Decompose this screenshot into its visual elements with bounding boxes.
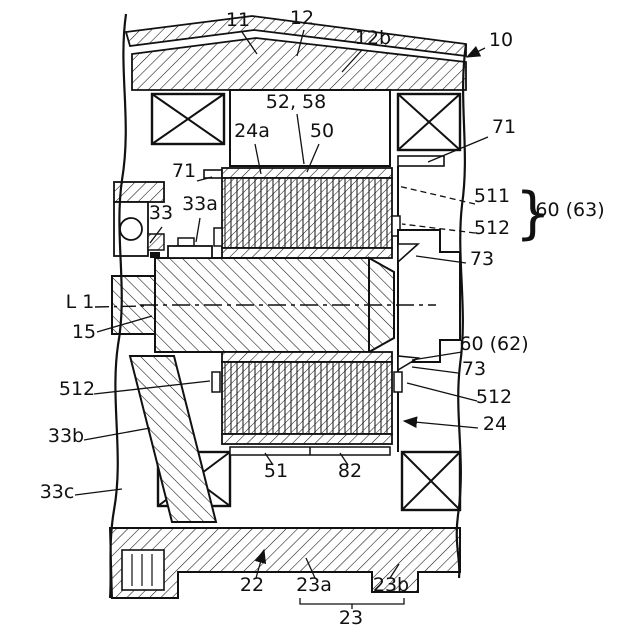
arrow-24 [402,416,479,429]
clip-512-lower-left [211,371,221,393]
bearing-bottom-right [400,450,462,512]
leader-33b [83,427,151,441]
lamination-core-50 [221,177,393,249]
bearing-top-right [396,92,462,152]
clip-512-lower-right [393,371,403,393]
leader-82 [339,452,349,466]
lamination-core-24 [221,361,393,435]
label-512-left: 512 [59,378,95,400]
label-22: 22 [240,574,264,596]
labels: 11 12 12b 10 52, 58 24a 50 71 71 511 } 6… [40,7,605,629]
leader-12b [341,49,363,73]
label-12: 12 [290,7,314,29]
leader-12 [296,29,305,57]
label-15: 15 [72,321,96,343]
leader-50 [306,143,320,173]
leader-33a [195,217,201,243]
bearing-cross-line [397,93,461,151]
label-L1: L 1 [66,291,95,313]
leader-52-58 [296,113,305,165]
leader-71-left [196,176,213,182]
label-11: 11 [226,9,250,31]
label-10: 10 [489,29,513,51]
leader-24a [254,143,262,175]
leader-73-upper [415,255,467,264]
label-60-63: 60 (63) [535,199,604,221]
leader-15 [96,315,153,333]
wedge-73-upper [397,243,421,264]
leader-lines [74,29,489,609]
leader-33c [74,488,123,496]
bottom-plate-23 [108,527,461,599]
leader-512-lower-right [406,382,478,402]
spacer-33a-tab [177,237,195,247]
label-33b: 33b [48,425,84,447]
label-23a: 23a [296,574,332,596]
spacer-33a [167,245,213,259]
leader-23a [305,557,316,579]
leader-512-left [93,380,211,395]
housing-case-12 [131,37,467,91]
rotor-stack-lower [211,351,403,456]
leader-23b [389,563,400,579]
arrow-10 [465,45,486,58]
label-511: 511 [474,185,510,207]
leader-11 [241,31,258,55]
end-plate-24a-bottom [221,247,393,259]
leader-512-upper-right [401,223,476,234]
end-plate-top [221,351,393,363]
label-82: 82 [338,460,362,482]
label-50: 50 [310,120,334,142]
clip-512-upper-left [213,227,223,247]
label-12b: 12b [355,27,391,49]
bearing-cross-line [401,451,461,511]
label-73-upper: 73 [470,248,494,270]
clip-512-upper-right [391,215,401,237]
label-512-lower-right: 512 [476,386,512,408]
label-33: 33 [149,202,173,224]
bottom-housing [108,527,461,599]
arrow-22 [254,548,267,579]
label-71-right: 71 [492,116,516,138]
strut-33b [128,355,218,523]
label-512-upper-right: 512 [474,217,510,239]
label-60-62: 60 (62) [459,333,528,355]
leader-60-62 [411,351,463,361]
label-52-58: 52, 58 [266,91,326,113]
label-24a: 24a [234,120,270,142]
label-73-lower: 73 [462,358,486,380]
label-23: 23 [339,607,363,629]
leader-51 [264,452,274,466]
terminal-block [121,549,165,591]
label-33a: 33a [182,193,218,215]
retainer-plate-71-right [397,155,445,167]
rotor-stack-upper [213,167,401,259]
label-23b: 23b [373,574,409,596]
centerline-leader [94,305,147,308]
label-51: 51 [264,460,288,482]
bearing-cross-line [151,93,225,145]
leader-33 [149,226,163,244]
leader-71-right [427,136,489,163]
brace-60-63: } [515,181,551,246]
leader-511 [397,185,476,205]
label-71-left: 71 [172,160,196,182]
bearing-top-left [150,92,226,146]
seal-lip [150,252,160,258]
label-24: 24 [483,413,507,435]
stator-window [229,89,391,167]
end-plate-24a-top [221,167,393,179]
ball-bearing [119,217,143,241]
end-plate-bottom [221,433,393,445]
label-33c: 33c [40,481,75,503]
left-break-edge [108,13,128,599]
retainer-plate-71-left [203,169,223,179]
leader-73-lower [411,366,459,374]
